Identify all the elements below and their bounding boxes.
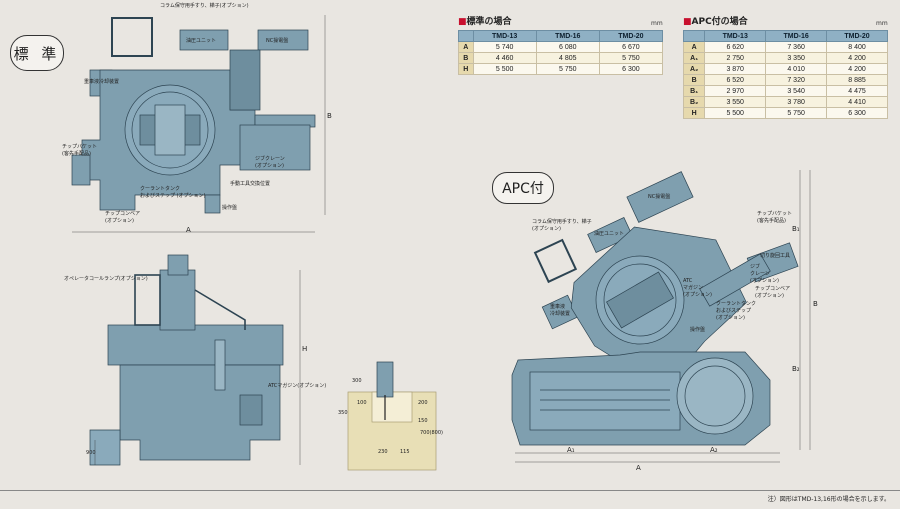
dim-h: H [302, 345, 308, 353]
table-cell: 5 500 [704, 107, 767, 119]
label-power-panel: 重車液冷却装置 [84, 79, 120, 85]
table-cell: 3 870 [704, 63, 767, 75]
label-jib-crane: ジブクレーン (オプション) [255, 156, 285, 169]
label-op-lamp: オペレータコールランプ(オプション) [64, 276, 148, 282]
apc-label-chip-bucket: チップバケット (客先手配品) [757, 211, 793, 224]
label-chip-conveyor: チップコンベア (オプション) [105, 211, 141, 224]
label-coolant-tank: クーラントタンク およびステップ (オプション) [140, 186, 206, 199]
apc-dim-a1: A₁ [567, 446, 575, 454]
apc-dim-b: B [813, 300, 818, 308]
apc-label-chip-conveyor: チップコンベア (オプション) [755, 286, 791, 299]
standard-table-title: ■標準の場合 [458, 17, 512, 27]
apc-dim-b1: B₁ [792, 225, 800, 233]
label-column-protect: コラム保守用手すり、梯子(オプション) [160, 3, 249, 9]
table-row-label: A [682, 41, 706, 53]
foundation-detail [347, 361, 437, 471]
apc-label-atc-magazine: ATC マガジン (オプション) [683, 278, 712, 298]
apc-label-hydraulic-unit: 油圧ユニット [594, 231, 625, 237]
table-cell: 6 300 [826, 107, 888, 119]
dim-100: 100 [357, 400, 367, 406]
label-atc-magazine: ATCマガジン(オプション) [268, 383, 327, 389]
table-cell: 5 750 [765, 107, 828, 119]
standard-badge: 標 準 [10, 35, 64, 71]
apc-label-power-panel: 重車液 冷却装置 [550, 304, 571, 317]
apc-label-jib-crane: ジブ クレーン (オプション) [750, 264, 779, 284]
apc-label-column-protect: コラム保守用手すり、梯子 (オプション) [532, 219, 592, 232]
dim-b-standard: B [327, 112, 332, 120]
table-row-label: A₁ [682, 52, 706, 64]
dim-900: 900 [86, 450, 96, 456]
label-chip-bucket: チップバケット (客先手配品) [62, 144, 98, 157]
apc-label-coolant-tank: クーラントタンク およびステップ (オプション) [716, 301, 757, 321]
label-hydraulic-unit: 油圧ユニット [186, 38, 217, 44]
apc-label-nc-panel: NC操電盤 [648, 194, 671, 200]
apc-badge: APC付 [492, 172, 554, 204]
apc-dim-a: A [636, 464, 641, 472]
dim-350: 350 [338, 410, 348, 416]
apc-dim-b2: B₂ [792, 365, 800, 373]
table-row-label: B₂ [682, 96, 706, 108]
apc-label-op-panel: 操作盤 [690, 327, 706, 333]
table-row-label: B₁ [682, 85, 706, 97]
apc-label-rotary: 切り旋回工具 [760, 253, 791, 259]
dim-115: 115 [400, 449, 410, 455]
label-manual-tool: 手動工具交換位置 [230, 181, 271, 187]
apc-table-title: ■APC付の場合 [683, 17, 748, 27]
apc-plan-view [511, 171, 799, 446]
dim-a-standard: A [186, 226, 191, 234]
apc-dim-a2: A₂ [710, 446, 718, 454]
table-cell: 6 300 [598, 63, 664, 75]
dim-150: 150 [418, 418, 428, 424]
table-row-label: H [682, 107, 706, 119]
apc-table-unit: mm [876, 20, 888, 27]
label-op-panel: 操作盤 [222, 205, 238, 211]
table-cell: 8 885 [826, 74, 888, 86]
standard-front-view [89, 254, 284, 466]
dim-200: 200 [418, 400, 428, 406]
table-header-cell [682, 30, 706, 42]
dim-700: 700(800) [420, 430, 443, 436]
label-nc-panel: NC操電盤 [266, 38, 289, 44]
footnote: 注）図形はTMD-13,16形の場合を示します。 [767, 496, 890, 503]
dim-300: 300 [352, 378, 362, 384]
dim-230: 230 [378, 449, 388, 455]
footer-divider [0, 490, 900, 491]
standard-table-unit: mm [651, 20, 663, 27]
standard-plan-view [71, 17, 316, 214]
